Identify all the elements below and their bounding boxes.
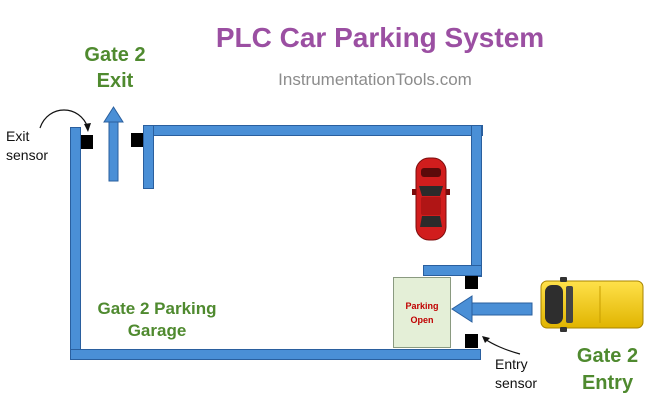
- garage-label-line2: Garage: [127, 321, 187, 340]
- red-car-icon: [412, 157, 450, 241]
- exit-gate-label-line1: Gate 2: [84, 44, 146, 66]
- diagram-title: PLC Car Parking System: [215, 22, 545, 53]
- exit-sensor-label-line2: sensor: [6, 147, 49, 163]
- parking-status-line1: Parking: [405, 300, 439, 311]
- exit-sensor-left: [81, 135, 93, 149]
- entry-gate-label: Gate 2 Entry: [565, 343, 650, 397]
- wall-bottom: [70, 349, 481, 360]
- parking-status-line2: Open: [410, 314, 434, 325]
- exit-sensor-label-line1: Exit: [6, 128, 30, 144]
- exit-sensor-right: [131, 133, 143, 147]
- entry-sensor-bottom: [465, 334, 478, 348]
- exit-gate-label-line2: Exit: [96, 70, 134, 92]
- entry-gate-label-line1: Gate 2: [576, 345, 639, 367]
- wall-entry-ledge: [423, 265, 482, 276]
- exit-sensor-label: Exit sensor: [6, 127, 48, 165]
- yellow-van-icon: [540, 277, 644, 332]
- site-watermark: InstrumentationTools.com: [278, 70, 472, 89]
- entry-sensor-pointer-icon: [482, 336, 521, 355]
- entry-sensor-label-line1: Entry: [495, 356, 528, 372]
- garage-label-line1: Gate 2 Parking: [97, 299, 217, 318]
- entry-arrow-icon: [451, 295, 533, 323]
- entry-sensor-label-line2: sensor: [495, 375, 538, 391]
- entry-sensor-top: [465, 276, 478, 289]
- entry-sensor-label: Entry sensor: [495, 355, 537, 393]
- entry-gate-label-line2: Entry: [581, 372, 634, 394]
- garage-label: Gate 2 Parking Garage: [72, 298, 242, 342]
- exit-arrow-icon: [103, 106, 124, 182]
- wall-exit-post: [143, 125, 154, 189]
- parking-status-panel: Parking Open: [393, 277, 451, 348]
- exit-sensor-pointer-icon: [39, 109, 91, 132]
- exit-gate-label: Gate 2 Exit: [70, 42, 160, 94]
